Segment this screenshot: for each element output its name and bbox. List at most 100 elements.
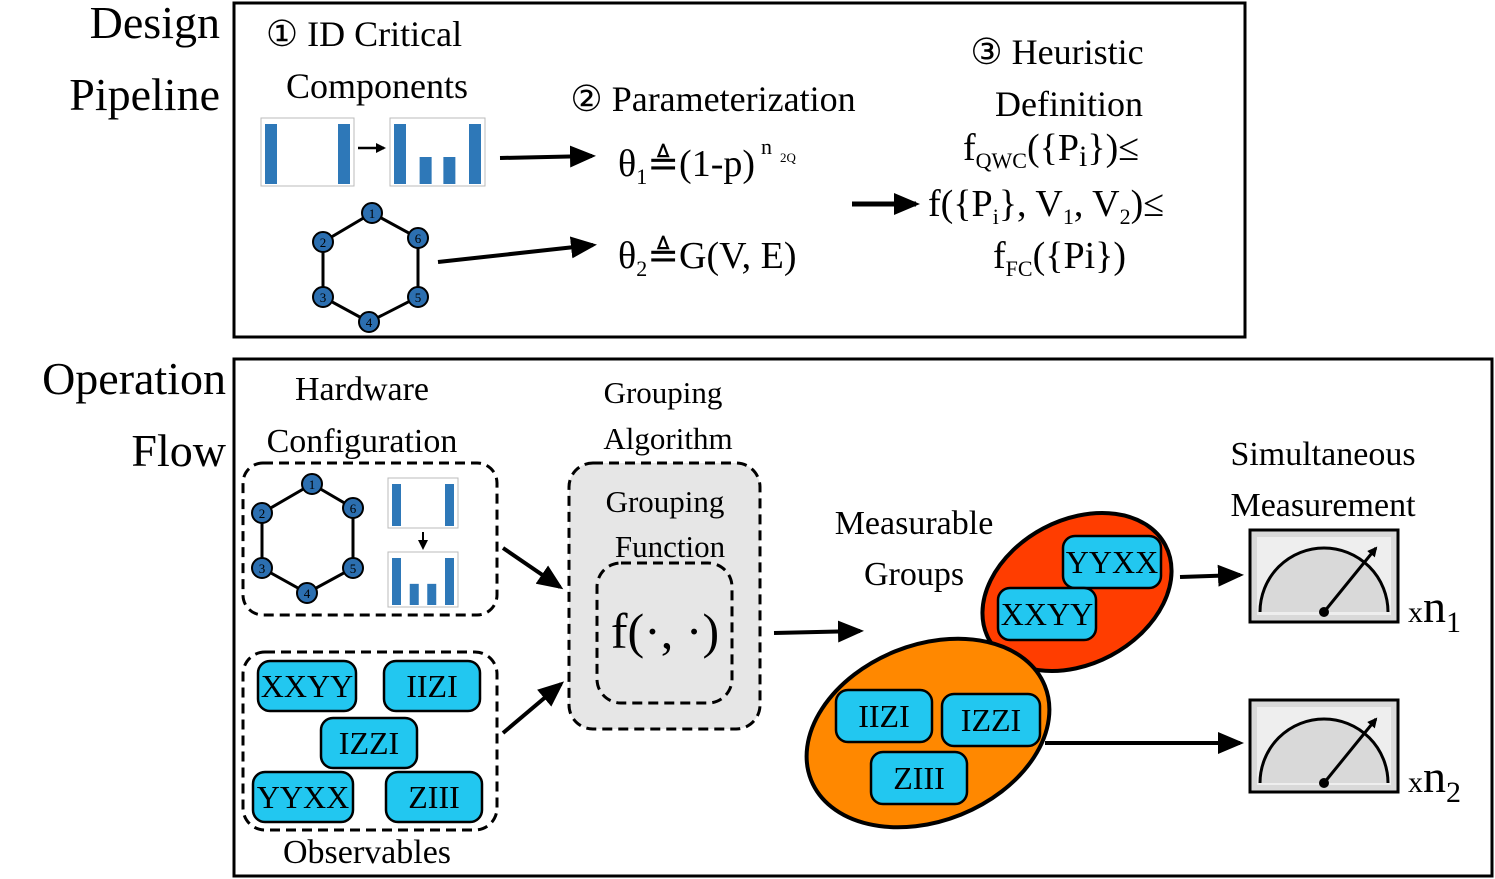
mini-bar [392, 484, 401, 526]
design-pipeline-label: Design Pipeline [69, 0, 220, 120]
mini-bar [338, 124, 350, 184]
hardware-label-line1: Hardware [295, 371, 429, 408]
observable-iizi: IIZI [382, 659, 482, 713]
qubit-node-label-4: 4 [304, 586, 311, 601]
arrow-to-measurable-groups [773, 620, 864, 643]
arrow-to-theta1 [499, 145, 596, 168]
operation-flow-label: Operation Flow [42, 353, 227, 476]
operation-flow-panel [232, 357, 1494, 878]
heuristic-line2: f({Pi}, V1, V2)≤ [928, 183, 1164, 229]
observables-label: Observables [283, 834, 451, 871]
arrow-to-theta2 [437, 236, 597, 264]
mini-chart-after [389, 117, 486, 187]
qubit-node-label-3: 3 [320, 290, 327, 305]
grouping-function-line2: Function [615, 529, 726, 564]
qubit-node-6 [342, 497, 364, 519]
multiplier-2: xn2 [1408, 751, 1461, 809]
grouping-algorithm-line2: Algorithm [603, 421, 732, 456]
qubit-node-5 [342, 557, 364, 579]
measurable-groups-line2: Groups [864, 556, 964, 593]
observables-list: XXYY IIZI IZZI YYXX ZIII [251, 659, 484, 824]
design-label-line1: Design [90, 0, 220, 48]
group1-xxyy: XXYY [996, 586, 1098, 642]
mini-chart-before [260, 117, 355, 187]
grouping-algorithm-line1: Grouping [604, 375, 723, 410]
qubit-node-6 [407, 227, 429, 249]
group2-ziii: ZIII [869, 750, 969, 806]
grouping-algorithm-label: Grouping Algorithm [603, 375, 732, 456]
svg-text:XXYY: XXYY [1001, 596, 1093, 632]
svg-text:IIZI: IIZI [406, 668, 458, 704]
svg-text:IZZI: IZZI [961, 702, 1021, 738]
qubit-node-label-6: 6 [350, 501, 357, 516]
grouping-function-line1: Grouping [606, 484, 725, 519]
mini-bar [427, 583, 437, 605]
qubit-node-2 [251, 502, 273, 524]
operation-label-line2: Flow [131, 425, 226, 476]
qubit-node-label-2: 2 [320, 235, 327, 250]
arrow-hardware-to-grouping [501, 546, 564, 590]
qubit-node-label-5: 5 [350, 561, 357, 576]
hardware-config-label: Hardware Configuration [267, 371, 458, 460]
svg-text:XXYY: XXYY [261, 668, 353, 704]
multiplier-1: xn1 [1408, 581, 1461, 639]
observable-izzi: IZZI [319, 716, 419, 770]
qubit-node-1 [361, 202, 383, 224]
measurable-groups-line1: Measurable [835, 505, 994, 542]
mini-bar [445, 558, 454, 605]
qubit-node-label-5: 5 [415, 290, 422, 305]
mini-bar [265, 124, 277, 184]
group2-izzi: IZZI [940, 692, 1042, 748]
qubit-graph-design: 1 2 3 4 5 6 [312, 202, 429, 333]
mini-bar [392, 558, 401, 605]
grouping-function-label: Grouping Function [606, 484, 726, 564]
qubit-node-2 [312, 231, 334, 253]
heuristic-line3: fFC({Pi}) [993, 235, 1126, 281]
qubit-node-3 [312, 286, 334, 308]
mini-chart-op-before [387, 477, 459, 529]
qubit-node-1 [301, 473, 323, 495]
step2-title: ② Parameterization [570, 79, 855, 119]
observable-xxyy: XXYY [256, 659, 358, 713]
mini-bar [419, 157, 432, 184]
measurable-groups-label: Measurable Groups [835, 505, 994, 593]
svg-text:IZZI: IZZI [339, 725, 399, 761]
hardware-label-line2: Configuration [267, 423, 458, 460]
mini-bar [445, 484, 454, 526]
theta2-formula: θ2≜G(V, E) [618, 235, 797, 281]
svg-text:ZIII: ZIII [893, 760, 945, 796]
design-pipeline-panel [232, 1, 1247, 339]
arrow-to-meter-1 [1179, 564, 1244, 587]
step3-title-line2: Definition [995, 84, 1143, 124]
group2-iizi: IIZI [834, 688, 934, 744]
heuristic-line1: fQWC({Pi})≤ [963, 127, 1139, 173]
qubit-node-label-6: 6 [415, 231, 422, 246]
simultaneous-measurement-label: Simultaneous Measurement [1230, 436, 1416, 524]
grouping-function-box [595, 561, 734, 705]
mini-bar [469, 124, 481, 184]
qubit-node-label-4: 4 [366, 315, 373, 330]
qubit-node-label-1: 1 [309, 477, 316, 492]
meter-2-icon [1248, 698, 1400, 794]
qubit-node-3 [251, 557, 273, 579]
design-label-line2: Pipeline [69, 69, 220, 120]
svg-text:YYXX: YYXX [1066, 544, 1158, 580]
simultaneous-line1: Simultaneous [1230, 436, 1415, 473]
observable-ziii: ZIII [384, 770, 484, 824]
mini-bar [443, 157, 456, 184]
measurable-group-1: YYXX XXYY [980, 510, 1174, 674]
operation-label-line1: Operation [42, 353, 226, 404]
mini-bar [409, 583, 419, 605]
step1-title: ① ID Critical Components [266, 14, 468, 106]
arrow-observables-to-grouping [501, 681, 565, 735]
mini-bar [394, 124, 406, 184]
qubit-node-5 [407, 286, 429, 308]
svg-text:ZIII: ZIII [408, 779, 460, 815]
qubit-node-label-1: 1 [369, 206, 376, 221]
mini-chart-op-after [387, 551, 459, 608]
qubit-node-4 [358, 311, 380, 333]
hardware-config-box [241, 461, 499, 617]
